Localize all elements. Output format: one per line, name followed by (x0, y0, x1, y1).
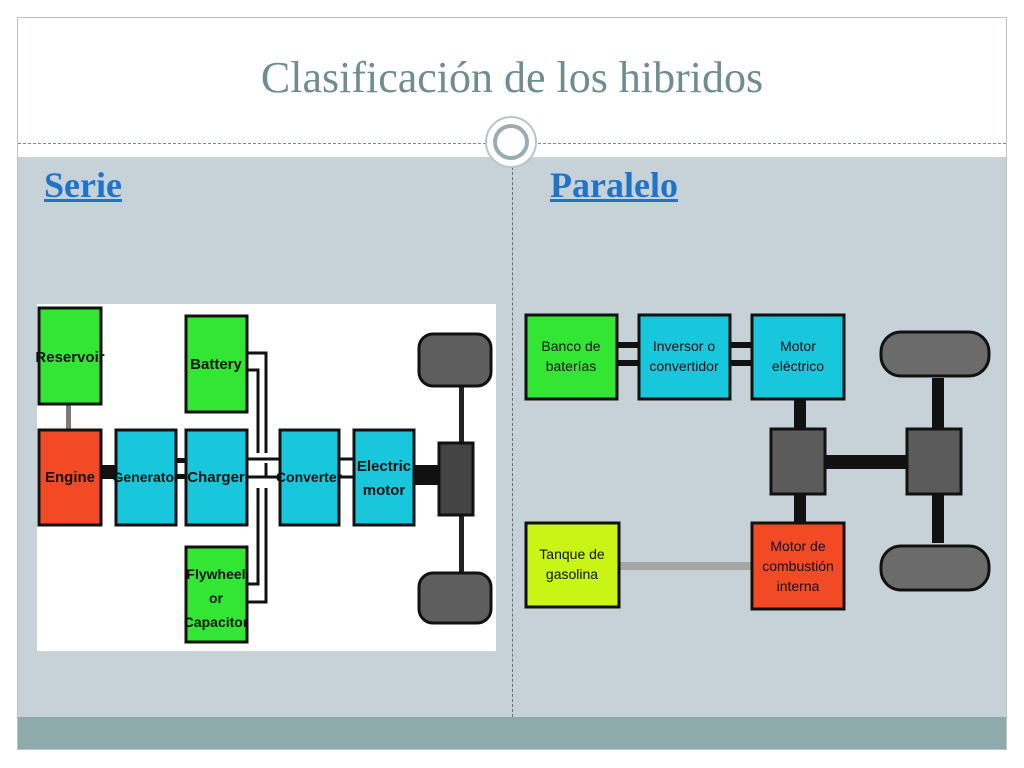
combustion-label-line-2: combustión (762, 558, 834, 574)
charger-label: Charger (187, 469, 245, 486)
engine-label: Engine (45, 469, 95, 486)
reservoir-label: Reservoir (35, 349, 104, 366)
tanque-gasolina-box: Tanque de gasolina (524, 521, 621, 609)
serie-differential (437, 441, 475, 517)
ring-ornament (485, 116, 537, 168)
reservoir-engine-connector (66, 404, 71, 430)
inversor-label-line-1: Inversor o (653, 338, 715, 354)
motor-combustion-box: Motor de combustión interna (750, 521, 846, 611)
inversor-box: Inversor o convertidor (637, 313, 732, 401)
serie-diagram: Reservoir Engine Generator Battery Charg… (35, 306, 493, 644)
inversor-label-line-2: convertidor (649, 358, 719, 374)
charger-box: Charger (184, 428, 249, 527)
banco-baterias-box: Banco de baterías (524, 313, 619, 401)
combustion-label-line-1: Motor de (770, 538, 825, 554)
paralelo-heading-link[interactable]: Paralelo (550, 165, 678, 205)
gearbox-block (769, 427, 827, 496)
paralelo-diagram: Banco de baterías Inversor o convertidor… (524, 313, 991, 611)
combustion-label-line-3: interna (777, 578, 820, 594)
fuel-line (619, 562, 752, 570)
flywheel-label-line-3: Capacitor (184, 614, 249, 630)
tanque-label-line-1: Tanque de (539, 546, 605, 562)
motor-axle-connector (414, 465, 440, 485)
driveshaft (825, 455, 907, 469)
battery-box: Battery (184, 314, 249, 414)
tanque-label-line-2: gasolina (546, 566, 598, 582)
slide-frame: Clasificación de los hibridos Serie Para… (17, 17, 1007, 750)
engine-generator-connector (102, 465, 116, 479)
reservoir-box: Reservoir (35, 306, 105, 406)
motor-electrico-label-line-1: Motor (780, 338, 816, 354)
engine-box: Engine (37, 428, 103, 527)
serie-wheel-top (417, 332, 493, 388)
electric-motor-label-line-2: motor (363, 482, 406, 499)
motor-electrico-gearbox-link (794, 399, 806, 429)
paralelo-wheel-bottom (879, 544, 991, 592)
generator-charger-connector (176, 458, 186, 479)
battery-label: Battery (190, 356, 242, 373)
combustion-gearbox-link (794, 488, 806, 523)
bus-lines (247, 351, 354, 604)
electric-motor-label-line-1: Electric (357, 458, 411, 475)
motor-electrico-label-line-2: eléctrico (772, 358, 824, 374)
flywheel-box: Flywheel or Capacitor (184, 545, 249, 644)
column-divider (512, 157, 513, 717)
bottom-bar (18, 717, 1006, 749)
converter-label: Converter (276, 469, 343, 485)
motor-electrico-box: Motor eléctrico (750, 313, 846, 401)
slide-title: Clasificación de los hibridos (260, 53, 764, 102)
serie-heading-link[interactable]: Serie (44, 165, 122, 205)
differential-block (905, 427, 963, 496)
flywheel-label-line-1: Flywheel (186, 566, 245, 582)
generator-box: Generator (113, 428, 180, 527)
converter-box: Converter (276, 428, 343, 527)
flywheel-label-line-2: or (209, 590, 224, 606)
electric-motor-box: Electric motor (352, 428, 416, 527)
paralelo-wheel-top (879, 330, 991, 378)
banco-label-line-2: baterías (546, 358, 597, 374)
paralelo-bus-connectors (617, 342, 752, 366)
banco-label-line-1: Banco de (541, 338, 600, 354)
serie-wheel-bottom (417, 571, 493, 625)
generator-label: Generator (113, 469, 180, 485)
